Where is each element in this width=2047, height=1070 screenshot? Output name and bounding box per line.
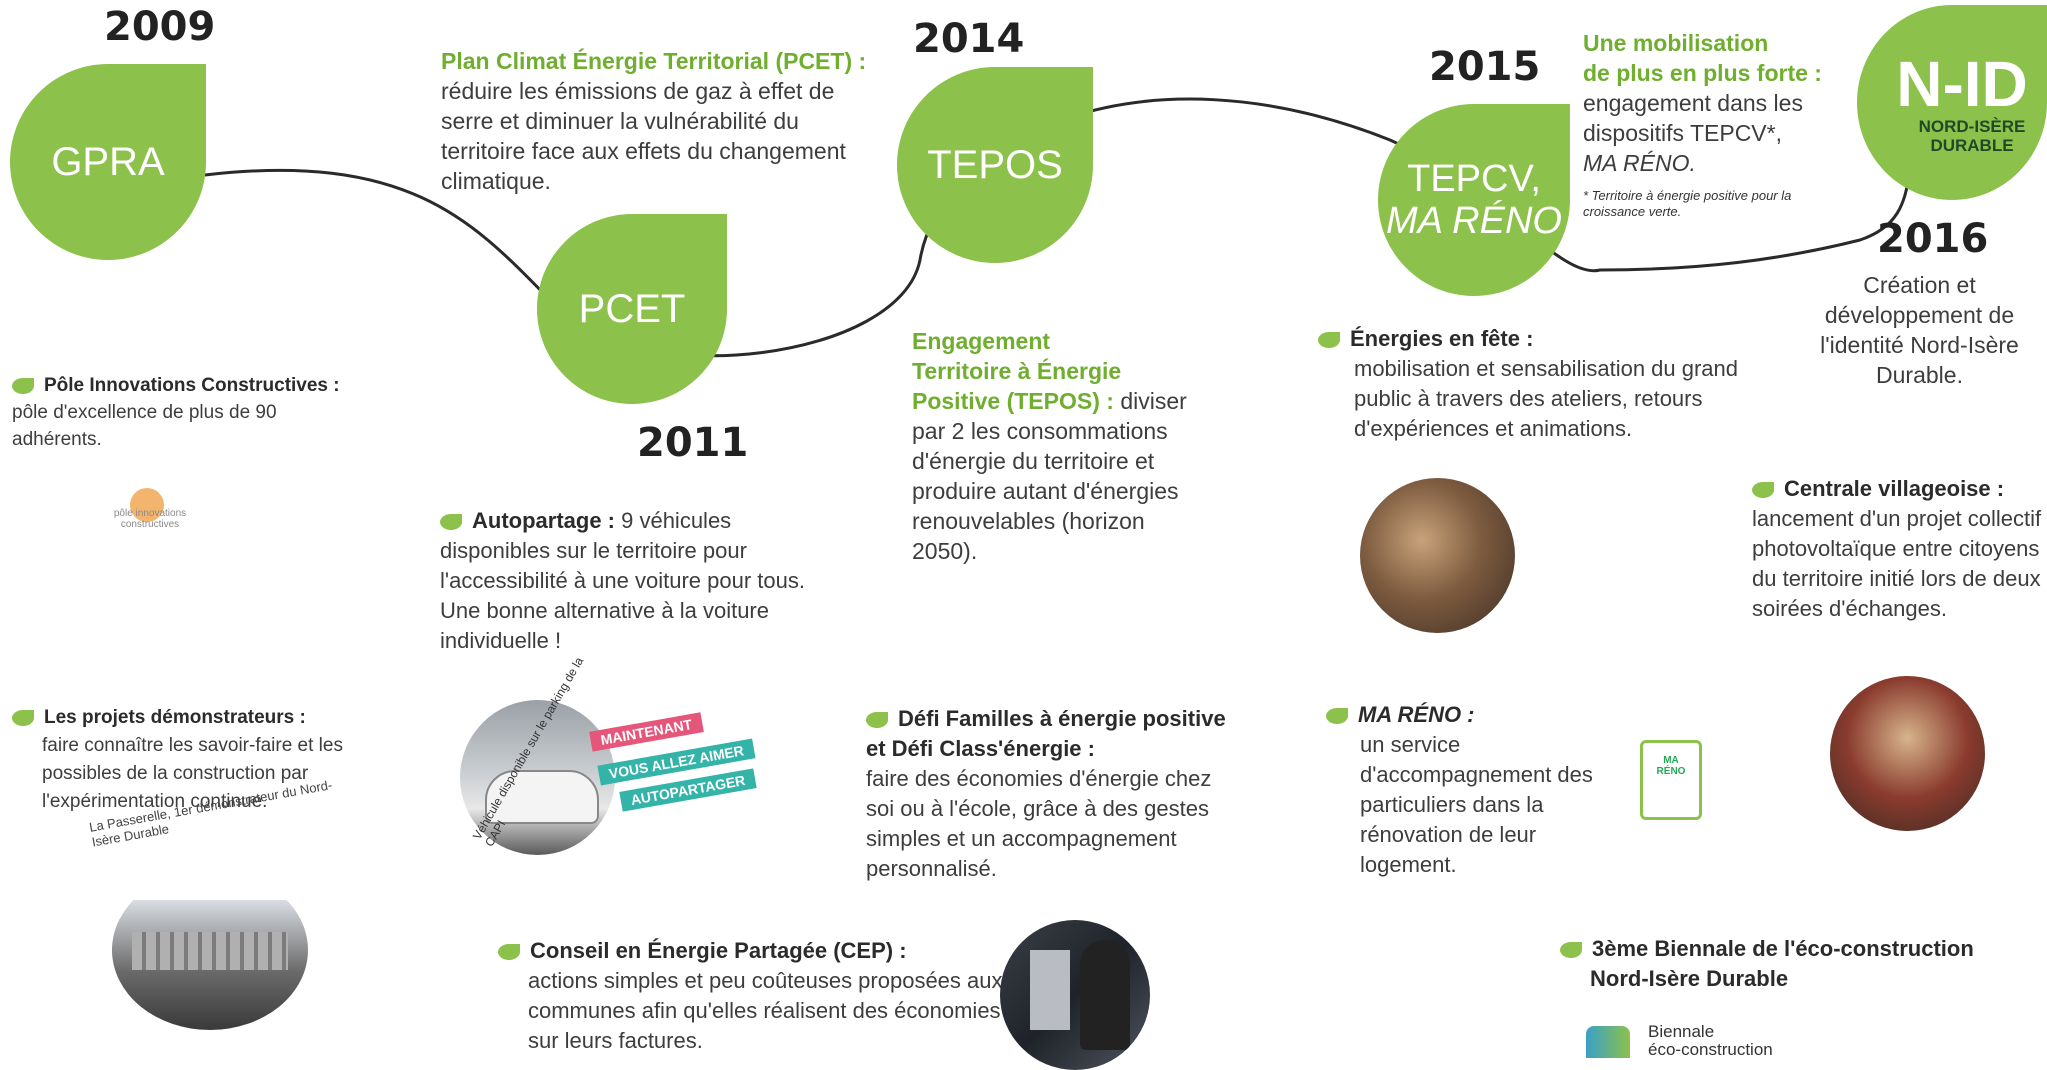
item-energies-en-fete: Énergies en fête : mobilisation et sensa… — [1318, 324, 1758, 444]
mareno-logo: MA RÉNO — [1640, 740, 1702, 820]
item-defi: Défi Familles à énergie positive et Défi… — [866, 704, 1236, 884]
year-2014: 2014 — [913, 16, 1025, 62]
photo-passerelle — [112, 870, 308, 1030]
mobilisation-title2: de plus en plus forte : — [1583, 60, 1822, 86]
bullet-icon — [440, 514, 462, 531]
item-autopartage: Autopartage : 9 véhicules disponibles su… — [440, 506, 820, 656]
year-2016: 2016 — [1877, 216, 1989, 262]
car-shape — [485, 770, 599, 824]
node-pcet: PCET — [537, 214, 727, 404]
mobilisation-title1: Une mobilisation — [1583, 30, 1769, 56]
node-tepos-label: TEPOS — [927, 142, 1063, 187]
energies-title: Énergies en fête : — [1350, 326, 1534, 351]
mareno-logo-line2: RÉNO — [1656, 766, 1686, 777]
biennale-title1: 3ème Biennale de l'éco-construction — [1592, 936, 1974, 961]
cep-title: Conseil en Énergie Partagée (CEP) : — [530, 938, 907, 963]
pole-body: pôle d'excellence de plus de 90 adhérent… — [12, 402, 277, 450]
item-demonstrateurs: Les projets démonstrateurs : faire conna… — [12, 704, 352, 816]
mareno-title: MA RÉNO : — [1358, 702, 1475, 727]
pole-title: Pôle Innovations Constructives : — [44, 375, 340, 396]
bullet-icon — [1560, 942, 1582, 959]
defi-body: faire des économies d'énergie chez soi o… — [866, 766, 1212, 881]
node-pcet-label: PCET — [578, 286, 686, 331]
biennale-logo-mark — [1586, 1026, 1630, 1058]
pcet-description: Plan Climat Énergie Territorial (PCET) :… — [441, 46, 871, 196]
demonstrateurs-title: Les projets démonstrateurs : — [44, 707, 306, 728]
pole-logo-mark — [130, 488, 164, 522]
bullet-icon — [12, 377, 34, 394]
nid-logo-line2: DURABLE — [1930, 135, 2014, 155]
photo-energies-en-fete — [1360, 478, 1515, 633]
node-tepos: TEPOS — [897, 67, 1093, 263]
tepos-description: Engagement Territoire à Énergie Positive… — [912, 326, 1212, 566]
pcet-title: Plan Climat Énergie Territorial (PCET) : — [441, 48, 867, 74]
node-gpra: GPRA — [10, 64, 206, 260]
bullet-icon — [1326, 708, 1348, 725]
photo-cep — [1000, 920, 1150, 1070]
bullet-icon — [12, 709, 34, 726]
mareno-logo-line1: MA — [1663, 755, 1679, 766]
energies-body: mobilisation et sensabilisation du grand… — [1354, 356, 1739, 441]
node-mareno-label: MA RÉNO — [1386, 200, 1562, 242]
defi-title: Défi Familles à énergie positive et Défi… — [866, 706, 1226, 761]
biennale-logo-line1: Biennale — [1648, 1022, 1715, 1041]
pcet-body: réduire les émissions de gaz à effet de … — [441, 78, 846, 194]
demonstrateurs-body: faire connaître les savoir-faire et les … — [42, 735, 343, 812]
autopartage-title: Autopartage : — [472, 508, 615, 533]
tepos-title1: Engagement — [912, 328, 1051, 354]
creation-2016: Création et développement de l'identité … — [1820, 272, 2019, 388]
year-2009: 2009 — [104, 4, 216, 50]
tepos-title2: Territoire à Énergie — [912, 358, 1122, 384]
passerelle-facade — [132, 932, 288, 970]
cep-body: actions simples et peu coûteuses proposé… — [528, 968, 1003, 1053]
biennale-title2: Nord-Isère Durable — [1590, 966, 1789, 991]
centrale-title: Centrale villageoise : — [1784, 476, 2005, 501]
mobilisation-body1: engagement dans les dispositifs TEPCV*, — [1583, 90, 1803, 146]
photo-autopartage-car — [460, 700, 615, 855]
node-tepcv-label: TEPCV, — [1407, 158, 1541, 200]
node-gpra-label: GPRA — [51, 139, 165, 184]
tepos-body1: diviser — [1113, 388, 1187, 414]
tepos-title3: Positive (TEPOS) : — [912, 388, 1114, 414]
photo-centrale — [1830, 676, 1985, 831]
cep-panel — [1030, 950, 1070, 1030]
bullet-icon — [498, 944, 520, 961]
autopartage-body: 9 véhicules disponibles sur le territoir… — [440, 508, 805, 653]
year-2015: 2015 — [1429, 44, 1541, 90]
item-pole-innovations: Pôle Innovations Constructives : pôle d'… — [12, 372, 362, 453]
year-2011: 2011 — [637, 420, 749, 466]
bullet-icon — [866, 712, 888, 729]
biennale-logo: Biennale éco-construction — [1586, 1018, 1846, 1059]
tepos-body2: par 2 les consommations d'énergie du ter… — [912, 418, 1179, 564]
pole-logo: pôle innovations constructives — [110, 488, 190, 548]
mobilisation-body2: MA RÉNO. — [1583, 150, 1696, 176]
mobilisation-description: Une mobilisation de plus en plus forte :… — [1583, 28, 1845, 220]
mobilisation-footnote: * Territoire à énergie positive pour la … — [1583, 188, 1792, 219]
bullet-icon — [1318, 332, 1340, 349]
node-nid-logo: N-ID NORD-ISÈRE DURABLE — [1857, 5, 2047, 200]
node-tepcv: TEPCV, MA RÉNO — [1378, 104, 1570, 296]
nid-logo-big: N-ID — [1896, 47, 2028, 120]
mareno-body: un service d'accompagnement des particul… — [1360, 732, 1593, 877]
centrale-body: lancement d'un projet collectif photovol… — [1752, 506, 2042, 621]
item-mareno: MA RÉNO : un service d'accompagnement de… — [1326, 700, 1626, 880]
cep-person — [1080, 940, 1130, 1050]
pole-logo-text: pôle innovations constructives — [113, 508, 187, 530]
item-centrale: Centrale villageoise : lancement d'un pr… — [1752, 474, 2047, 624]
biennale-logo-line2: éco-construction — [1648, 1040, 1773, 1059]
item-cep: Conseil en Énergie Partagée (CEP) : acti… — [498, 936, 1008, 1056]
nid-logo-line1: NORD-ISÈRE — [1918, 116, 2026, 136]
bullet-icon — [1752, 482, 1774, 499]
item-biennale: 3ème Biennale de l'éco-construction Nord… — [1560, 934, 2047, 994]
